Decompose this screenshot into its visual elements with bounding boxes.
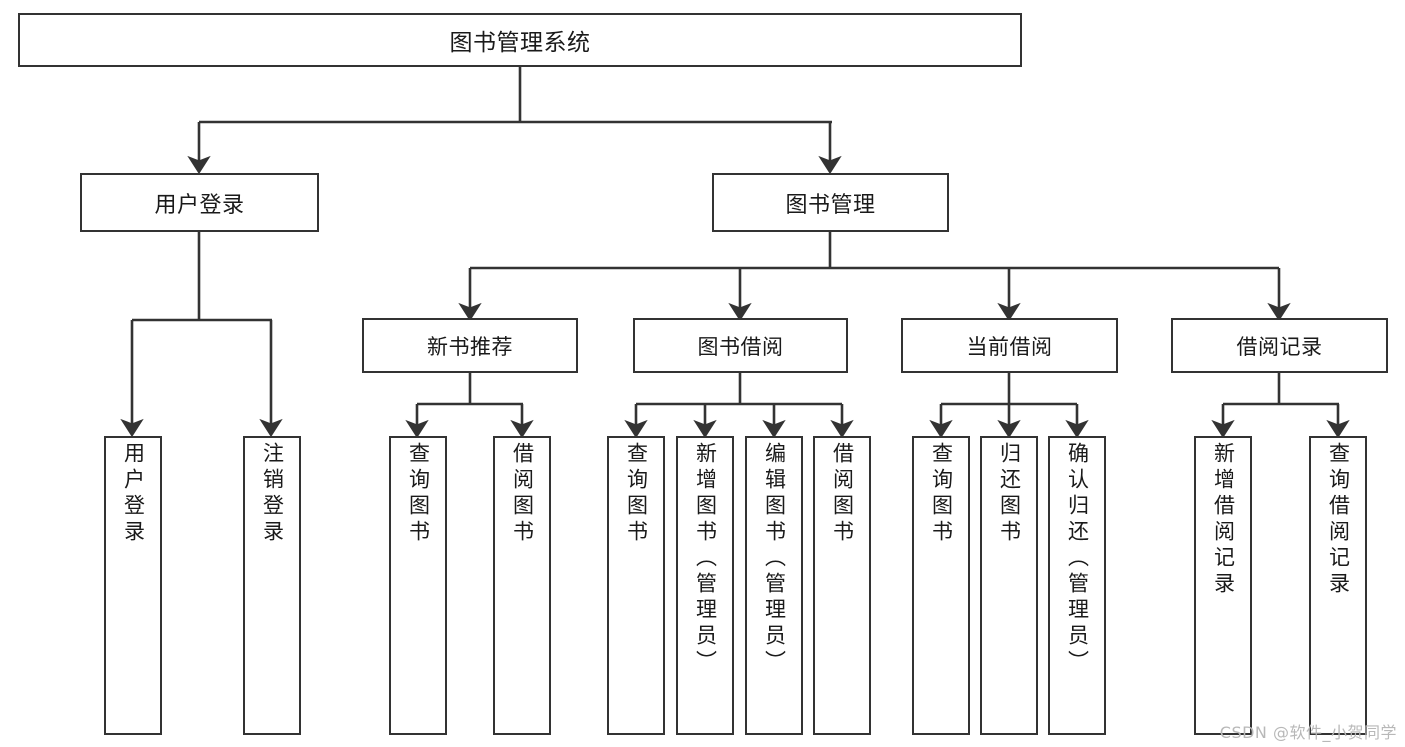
leaf-user-login[interactable]: 用户登录	[104, 436, 162, 735]
node-label: 归还图书	[997, 442, 1022, 546]
node-label: 当前借阅	[966, 334, 1053, 359]
node-label: 查询图书	[406, 442, 431, 546]
leaf-recommend-borrow-book[interactable]: 借阅图书	[493, 436, 551, 735]
node-new-book-recommend[interactable]: 新书推荐	[362, 318, 578, 373]
node-label: 新增图书（管理员）	[693, 442, 718, 676]
node-label: 注销登录	[260, 442, 285, 546]
node-label: 新书推荐	[427, 334, 513, 359]
node-current-borrow[interactable]: 当前借阅	[901, 318, 1118, 373]
leaf-borrow-edit-book-admin[interactable]: 编辑图书（管理员）	[745, 436, 803, 735]
node-label: 借阅图书	[510, 442, 535, 546]
leaf-borrow-borrow-book[interactable]: 借阅图书	[813, 436, 871, 735]
node-label: 图书管理系统	[449, 30, 591, 56]
csdn-watermark: CSDN @软件_小贺同学	[1219, 723, 1397, 742]
leaf-recommend-query-book[interactable]: 查询图书	[389, 436, 447, 735]
node-root-system[interactable]: 图书管理系统	[18, 13, 1022, 67]
leaf-borrow-query-book[interactable]: 查询图书	[607, 436, 665, 735]
node-label: 借阅图书	[830, 442, 855, 546]
node-label: 新增借阅记录	[1211, 442, 1236, 598]
node-book-borrow[interactable]: 图书借阅	[633, 318, 848, 373]
node-label: 用户登录	[121, 442, 146, 546]
leaf-current-confirm-return-admin[interactable]: 确认归还（管理员）	[1048, 436, 1106, 735]
node-user-login[interactable]: 用户登录	[80, 173, 319, 232]
node-label: 确认归还（管理员）	[1065, 442, 1090, 676]
leaf-current-query-book[interactable]: 查询图书	[912, 436, 970, 735]
leaf-record-query-borrow-record[interactable]: 查询借阅记录	[1309, 436, 1367, 735]
leaf-current-return-book[interactable]: 归还图书	[980, 436, 1038, 735]
leaf-record-add-borrow-record[interactable]: 新增借阅记录	[1194, 436, 1252, 735]
node-borrow-record[interactable]: 借阅记录	[1171, 318, 1388, 373]
node-label: 查询借阅记录	[1326, 442, 1351, 598]
leaf-borrow-add-book-admin[interactable]: 新增图书（管理员）	[676, 436, 734, 735]
node-label: 图书管理	[785, 192, 876, 218]
leaf-user-logout[interactable]: 注销登录	[243, 436, 301, 735]
node-label: 借阅记录	[1236, 334, 1323, 359]
node-label: 查询图书	[929, 442, 954, 546]
node-label: 图书借阅	[697, 334, 784, 359]
node-label: 用户登录	[154, 192, 245, 218]
node-label: 查询图书	[624, 442, 649, 546]
node-label: 编辑图书（管理员）	[762, 442, 787, 676]
node-book-management[interactable]: 图书管理	[712, 173, 949, 232]
